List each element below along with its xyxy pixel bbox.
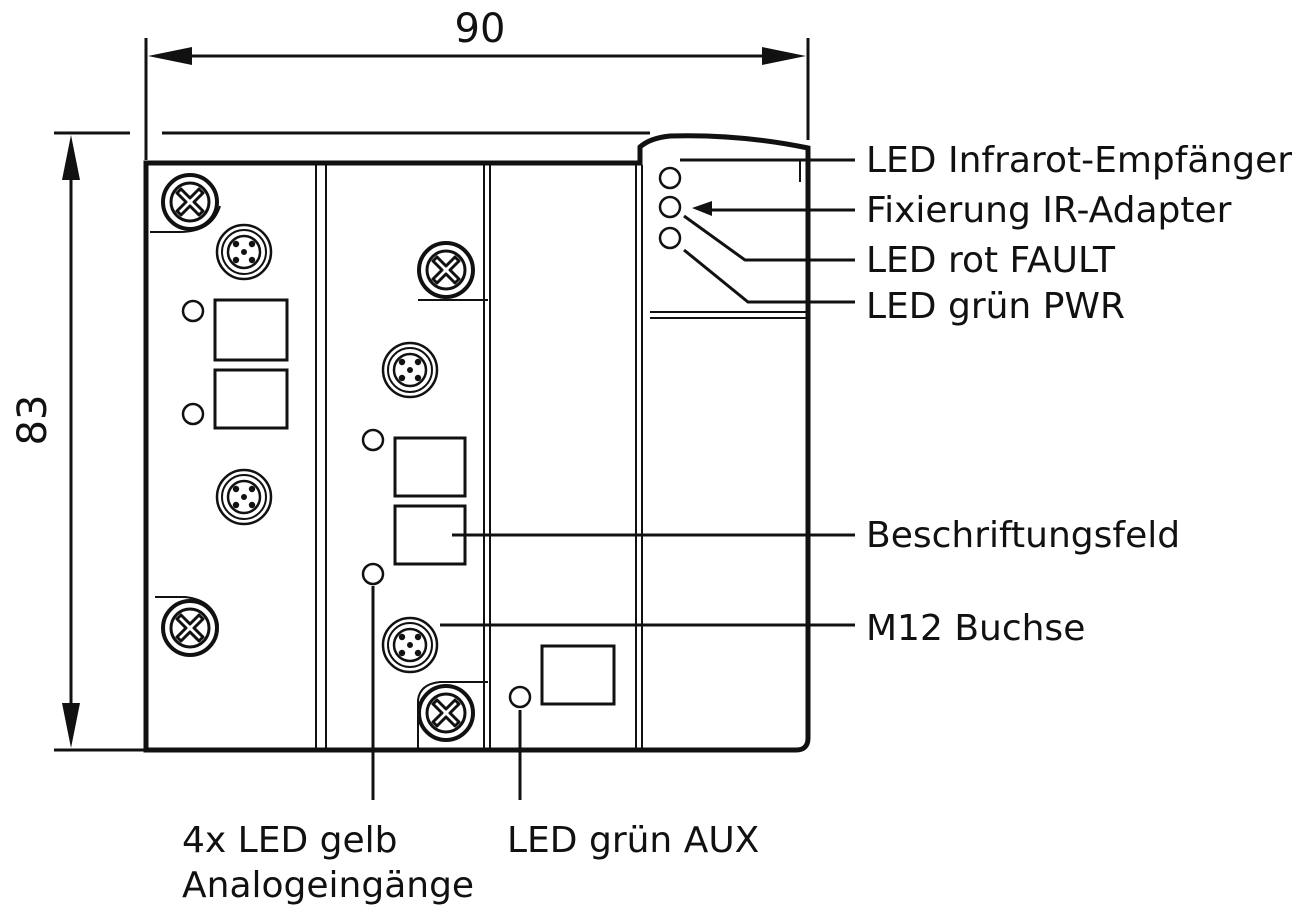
height-dimension: 83 xyxy=(10,131,146,752)
screw-icon xyxy=(417,241,475,299)
m12-socket-icon xyxy=(381,616,439,674)
screw-icon xyxy=(161,173,219,231)
label-label-field: Beschriftungsfeld xyxy=(866,515,1180,556)
label-field xyxy=(540,644,616,706)
led-aux-icon xyxy=(508,685,532,709)
led-icon xyxy=(361,428,385,452)
led-icon xyxy=(361,562,385,586)
label-field xyxy=(393,436,467,498)
screw-icon xyxy=(161,599,219,657)
label-analog-leds-line2: Analogeingänge xyxy=(182,865,474,906)
label-m12-socket: M12 Buchse xyxy=(866,608,1085,649)
label-ir-receiver: LED Infrarot-Empfänger xyxy=(866,140,1292,181)
label-led-aux: LED grün AUX xyxy=(507,820,759,861)
ir-adapter-fixing-icon xyxy=(658,195,682,219)
led-icon xyxy=(181,299,205,323)
height-dimension-value: 83 xyxy=(10,395,56,446)
label-analog-leds-line1: 4x LED gelb xyxy=(182,820,397,861)
device-housing xyxy=(143,133,811,753)
label-led-pwr: LED grün PWR xyxy=(866,286,1125,327)
label-ir-adapter-fixing: Fixierung IR-Adapter xyxy=(866,190,1232,231)
screw-icon xyxy=(417,684,475,742)
label-led-fault: LED rot FAULT xyxy=(866,240,1116,281)
label-field xyxy=(213,368,289,430)
led-icon xyxy=(181,402,205,426)
width-dimension-value: 90 xyxy=(455,6,506,52)
m12-socket-icon xyxy=(215,223,273,281)
width-dimension: 90 xyxy=(144,6,810,160)
led-ir-receiver-icon xyxy=(658,166,682,190)
led-fault-icon xyxy=(658,226,682,250)
m12-socket-icon xyxy=(215,468,273,526)
label-field xyxy=(213,298,289,362)
m12-socket-icon xyxy=(381,341,439,399)
